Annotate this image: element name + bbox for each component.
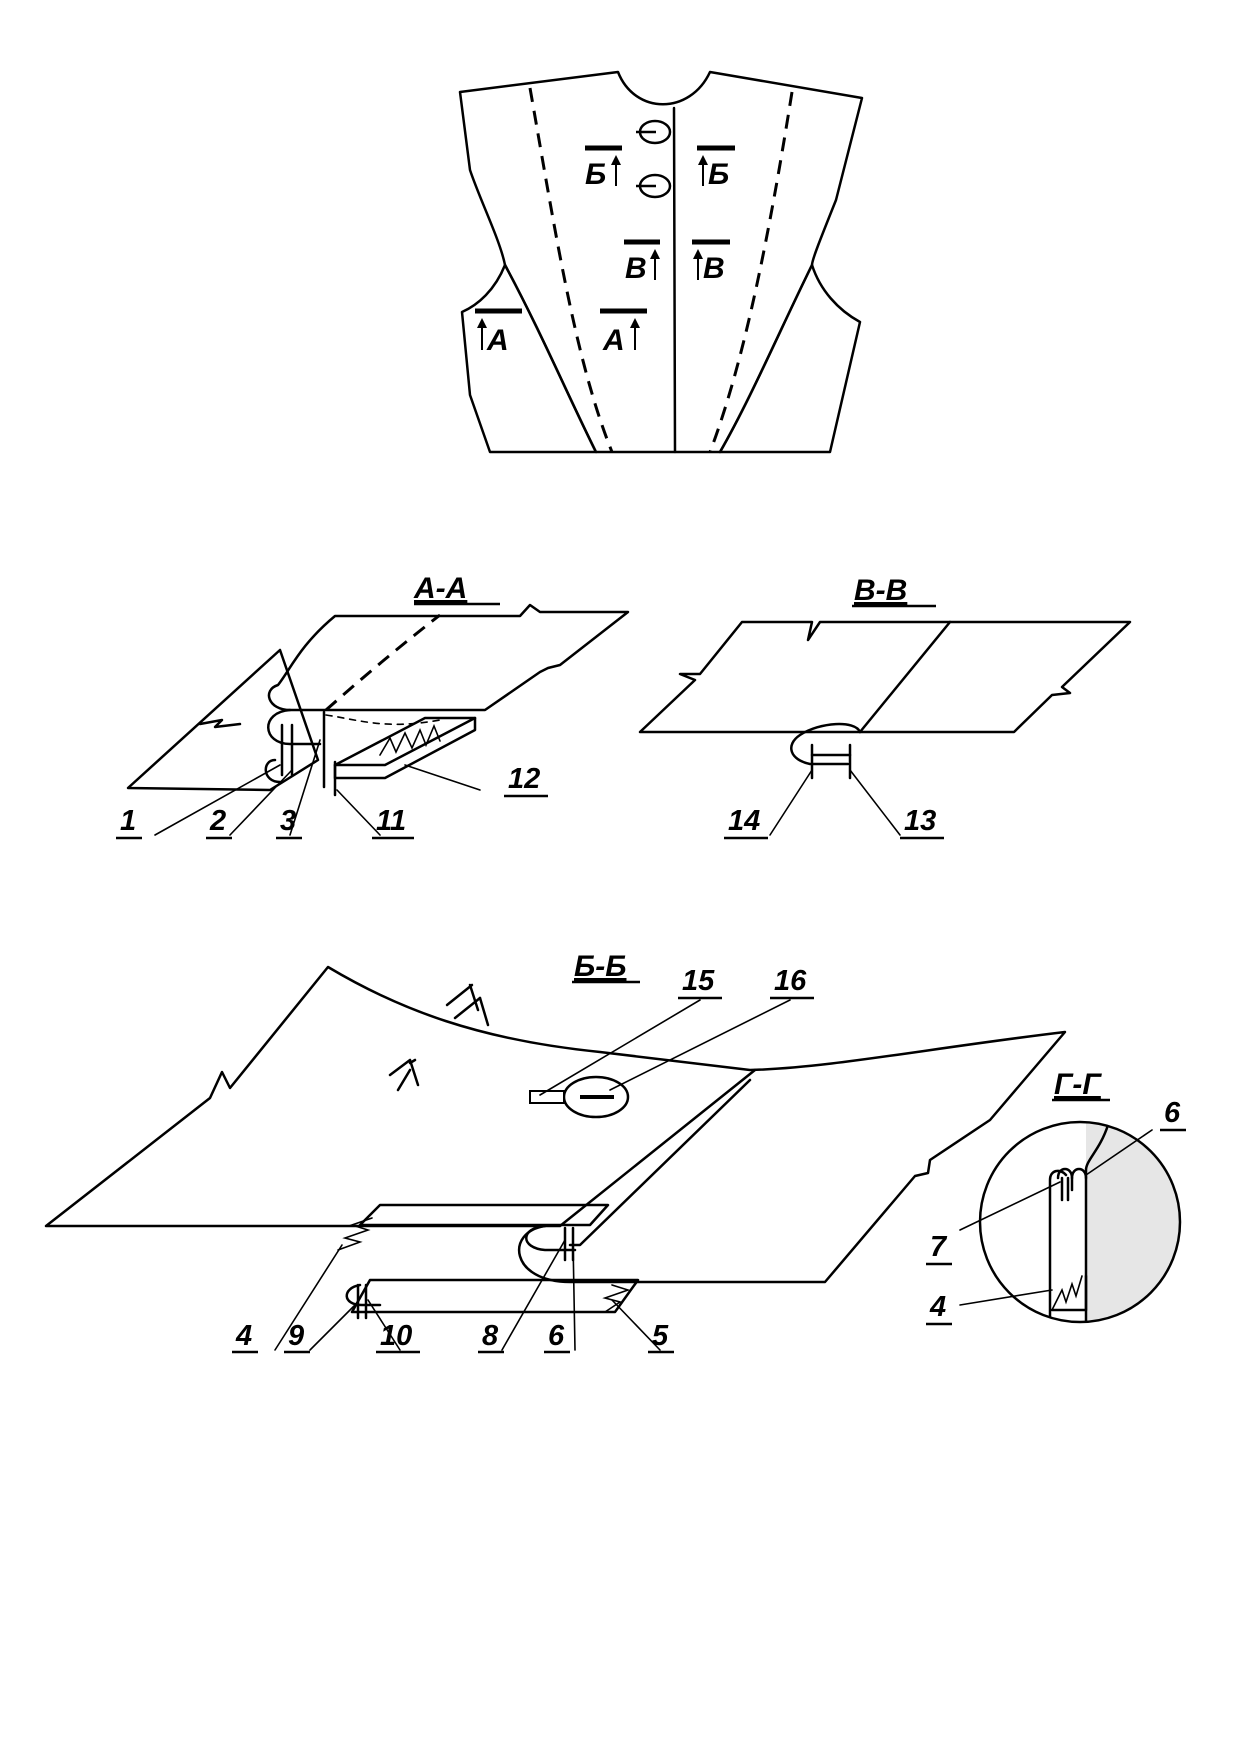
- vv-seam-line: [858, 620, 952, 734]
- svg-text:4: 4: [235, 1320, 252, 1352]
- detail-gg: Г-Г 6 7 4: [926, 1068, 1186, 1326]
- aa-top-layer: [267, 603, 630, 712]
- bb-main-sheet: [44, 965, 1067, 1284]
- svg-text:9: 9: [288, 1320, 304, 1352]
- svg-text:5: 5: [652, 1320, 669, 1352]
- svg-text:14: 14: [728, 805, 760, 837]
- vv-callouts: 14 13: [724, 805, 944, 840]
- svg-text:Б: Б: [708, 158, 729, 191]
- left-dashed-seam: [528, 87, 614, 453]
- grain-arrow-lower: [388, 1058, 420, 1092]
- svg-text:11: 11: [376, 805, 406, 837]
- aa-dark-layer: [126, 648, 320, 792]
- front-panel: [458, 70, 864, 454]
- svg-text:1: 1: [120, 805, 136, 837]
- section-vv-title: В-В: [854, 574, 907, 607]
- svg-text:10: 10: [380, 1320, 412, 1352]
- svg-text:12: 12: [508, 763, 540, 795]
- svg-text:16: 16: [774, 965, 807, 997]
- svg-text:2: 2: [209, 805, 226, 837]
- bb-callouts: 15 16 4 9 10 8 6 5: [232, 965, 814, 1354]
- svg-text:15: 15: [682, 965, 715, 997]
- right-dashed-seam: [708, 91, 794, 453]
- gg-callouts: 6 7 4: [926, 1097, 1186, 1326]
- bb-lower-strip-1: [358, 1203, 610, 1227]
- svg-text:4: 4: [929, 1291, 946, 1323]
- garment-front-view: Б Б В В А А: [458, 70, 864, 454]
- buttonhole: [529, 1075, 630, 1119]
- svg-text:6: 6: [1164, 1097, 1181, 1129]
- svg-text:6: 6: [548, 1320, 565, 1352]
- svg-text:А: А: [486, 324, 509, 357]
- left-side-panel: [460, 263, 598, 454]
- mark-a-mid: А: [600, 308, 647, 357]
- grain-arrow-upper: [445, 983, 490, 1027]
- svg-text:А: А: [602, 324, 625, 357]
- svg-text:3: 3: [280, 805, 296, 837]
- section-aa: А-А 1 2: [116, 572, 630, 840]
- section-bb-title: Б-Б: [574, 950, 626, 983]
- svg-text:В: В: [703, 252, 725, 285]
- mark-v-right: В: [692, 239, 730, 285]
- right-side-panel: [718, 263, 862, 454]
- section-vv: В-В 14 13: [638, 574, 1132, 840]
- mark-a-left: А: [475, 308, 522, 357]
- section-gg-title: Г-Г: [1054, 1068, 1102, 1101]
- mark-b-left: Б: [585, 145, 622, 191]
- svg-text:7: 7: [930, 1231, 948, 1263]
- svg-text:13: 13: [904, 805, 936, 837]
- vv-panel: [638, 620, 1132, 734]
- svg-text:В: В: [625, 252, 647, 285]
- mark-v-left: В: [624, 239, 660, 285]
- aa-callouts: 1 2 3 11 12: [116, 763, 548, 840]
- section-bb: Б-Б: [44, 950, 1067, 1354]
- center-front-line: [672, 106, 677, 454]
- bb-lower-strip-2: [350, 1278, 640, 1314]
- mark-b-right: Б: [697, 145, 735, 191]
- svg-text:8: 8: [482, 1320, 499, 1352]
- button-upper: [636, 119, 672, 145]
- svg-text:Б: Б: [585, 158, 606, 191]
- button-lower: [636, 173, 672, 199]
- section-aa-title: А-А: [413, 572, 467, 605]
